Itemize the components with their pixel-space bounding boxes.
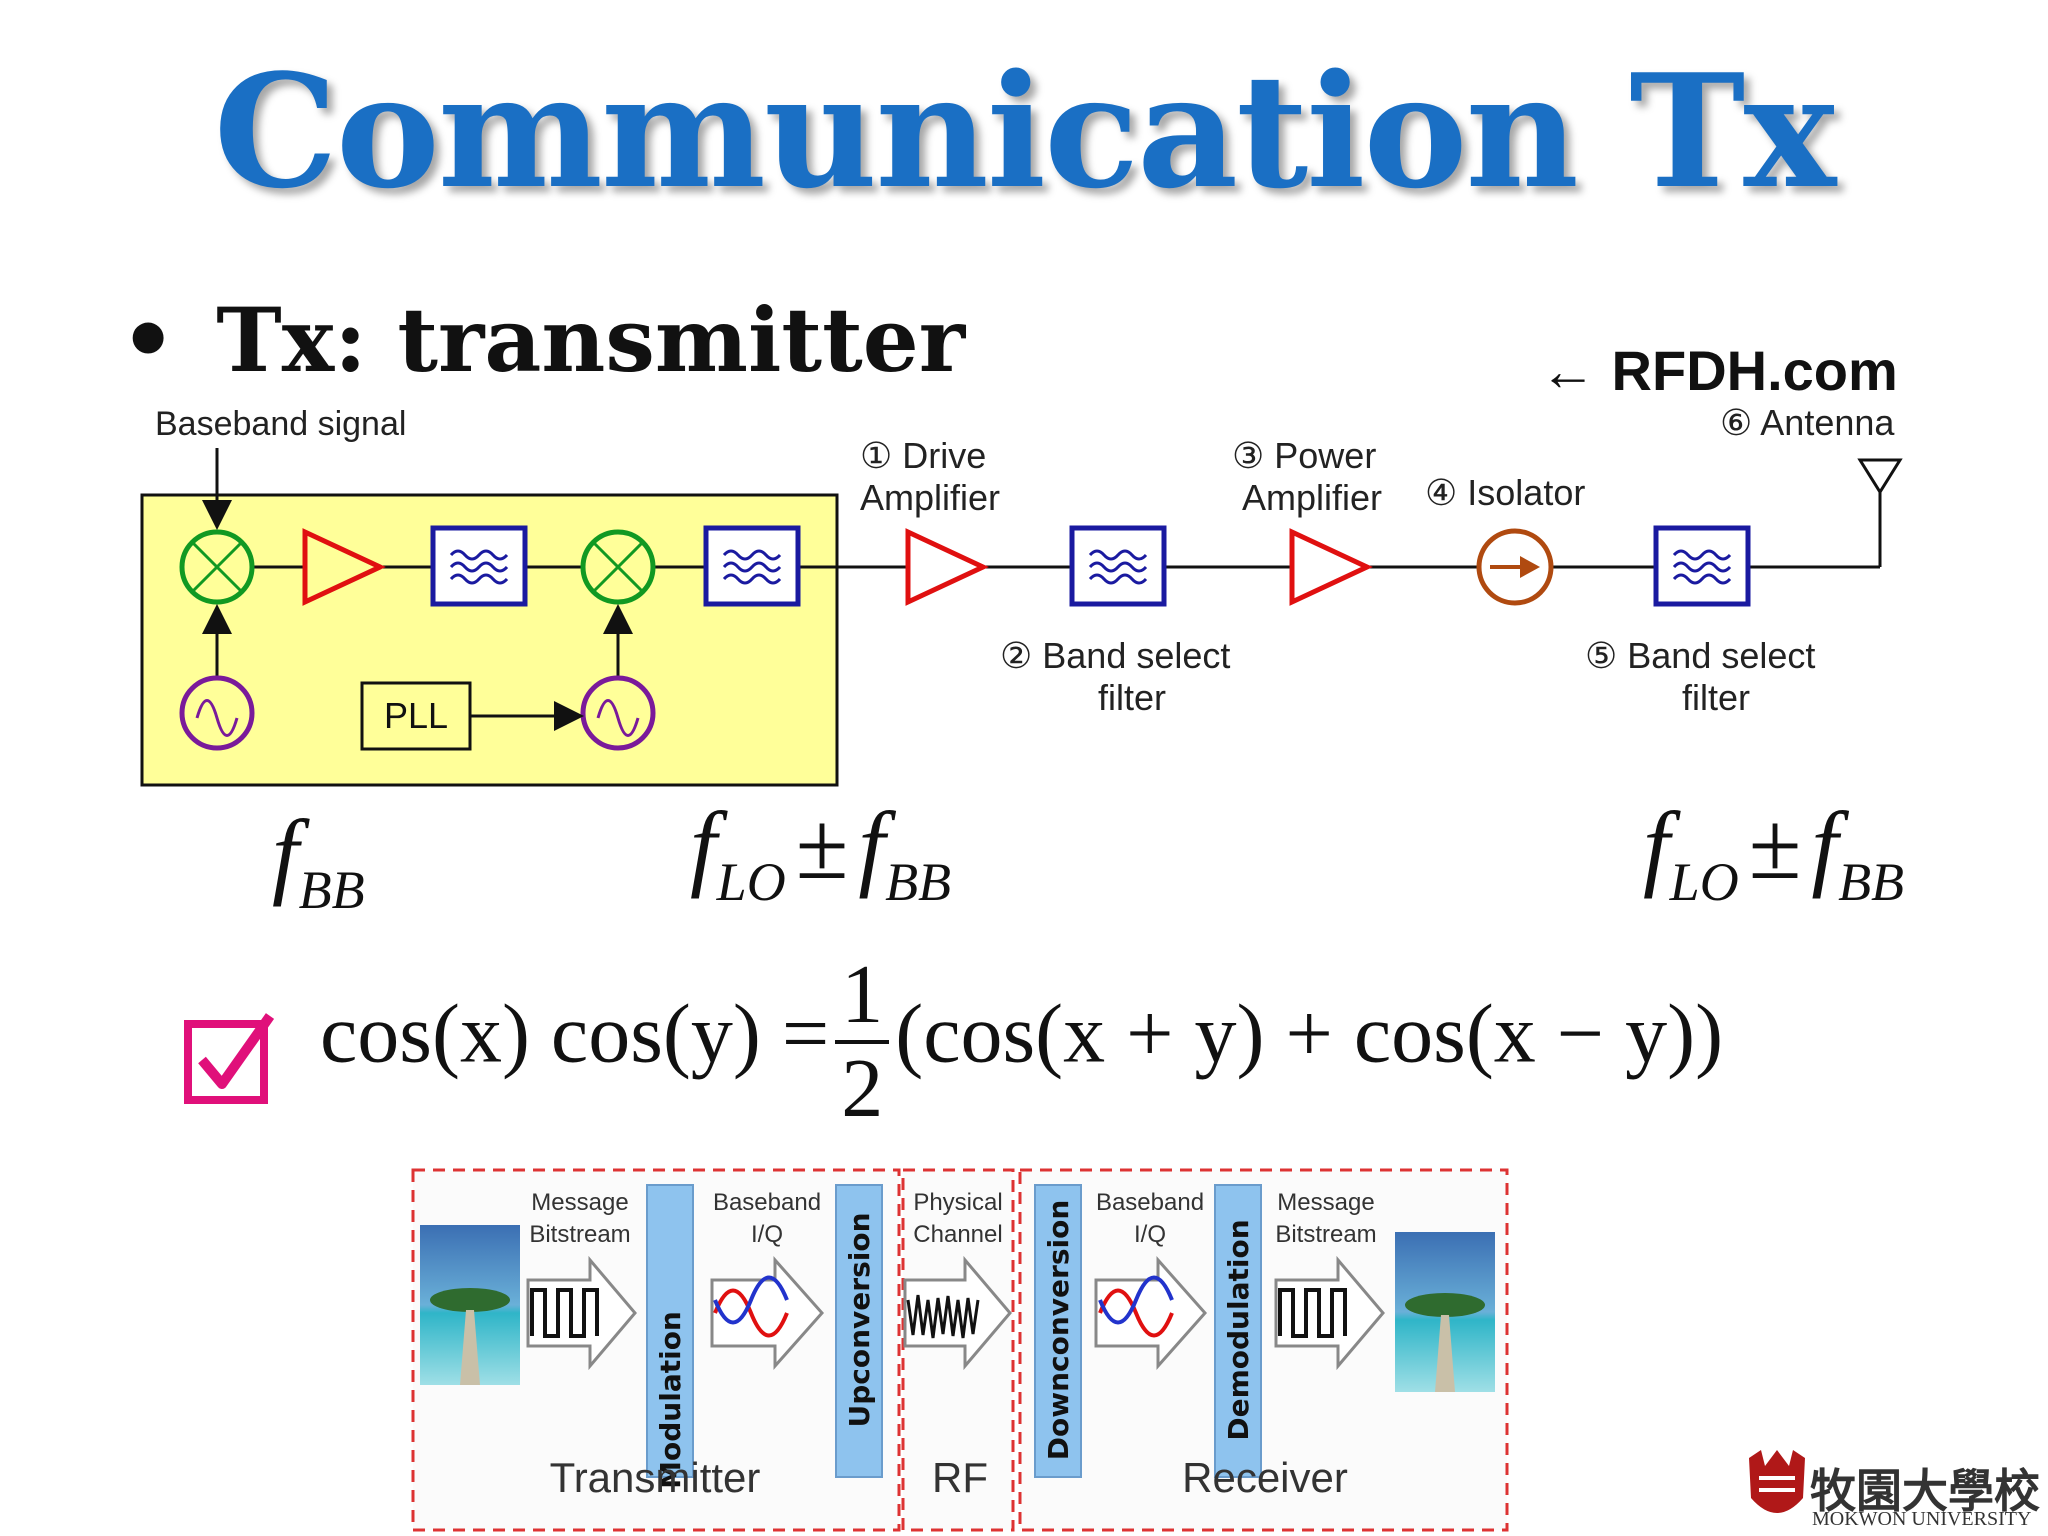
modulation-bar	[646, 1184, 694, 1478]
power-amplifier-label-1: ③ Power	[1232, 435, 1376, 476]
channel-label-2: Channel	[913, 1221, 1002, 1248]
drive-amplifier-icon	[905, 528, 989, 606]
band-filter-5-label-1: ⑤ Band select	[1585, 635, 1815, 676]
filter-icon	[703, 525, 801, 607]
freq-label-baseband: fBB	[272, 800, 365, 920]
downconversion-label: Downconversion	[1042, 1200, 1075, 1461]
rf-section	[901, 1168, 1015, 1532]
rf-label: RF	[932, 1454, 988, 1501]
band-select-filter-icon	[1653, 525, 1751, 607]
rx-message-label-1: Message	[1277, 1189, 1374, 1216]
source-label: ← RFDH.com	[1540, 339, 1898, 402]
bullet-text: Tx: transmitter	[216, 288, 966, 392]
mixer-icon	[580, 529, 656, 605]
tx-message-label-2: Bitstream	[529, 1221, 630, 1248]
block-arrows	[526, 1255, 1385, 1371]
antenna-icon	[1857, 458, 1903, 495]
island-image-rx	[1395, 1232, 1495, 1392]
antenna-label: ⑥ Antenna	[1720, 402, 1895, 443]
freq-label-lo-pm-bb-2: fLO±fBB	[1643, 792, 1905, 912]
communication-chain-diagram: Modulation Upconversion Downconversion D…	[411, 1168, 1509, 1532]
power-amplifier-icon	[1289, 528, 1373, 606]
drive-amplifier-label-1: ① Drive	[860, 435, 986, 476]
drive-amplifier-label-2: Amplifier	[860, 477, 1000, 518]
mixer-icon	[179, 529, 255, 605]
equation-rhs: (cos(x + y) + cos(x − y))	[895, 987, 1724, 1081]
university-logo-icon	[1749, 1450, 1805, 1513]
band-filter-2-label-2: filter	[1098, 677, 1166, 718]
band-filter-2-label-1: ② Band select	[1000, 635, 1230, 676]
band-select-filter-icon	[1069, 525, 1167, 607]
upconversion-bar	[835, 1184, 883, 1478]
tx-message-label-1: Message	[531, 1189, 628, 1216]
oscillator-icon	[179, 675, 255, 751]
equation-lhs: cos(x) cos(y) =	[320, 987, 830, 1081]
transmitter-label: Transmitter	[550, 1454, 761, 1501]
university-name: 牧園大學校	[1810, 1464, 2040, 1518]
rx-baseband-label-2: I/Q	[1134, 1221, 1166, 1248]
rx-baseband-label-1: Baseband	[1096, 1189, 1204, 1216]
band-filter-5-label-2: filter	[1682, 677, 1750, 718]
demodulation-bar	[1214, 1184, 1262, 1478]
pll-box	[360, 681, 472, 751]
downconversion-bar	[1034, 1184, 1082, 1478]
modulation-label: Modulation	[654, 1311, 687, 1489]
freq-label-lo-pm-bb-1: fLO±fBB	[690, 792, 952, 912]
tx-baseband-label-2: I/Q	[751, 1221, 783, 1248]
power-amplifier-label-2: Amplifier	[1242, 477, 1382, 518]
pll-label: PLL	[384, 695, 448, 736]
receiver-label: Receiver	[1182, 1454, 1348, 1501]
university-name-en: MOKWON UNIVERSITY	[1812, 1508, 2032, 1530]
rx-message-label-2: Bitstream	[1275, 1221, 1376, 1248]
tx-baseband-label-1: Baseband	[713, 1189, 821, 1216]
filter-icon	[430, 525, 528, 607]
bullet-item: • Tx: transmitter	[120, 288, 965, 392]
isolator-icon	[1476, 528, 1554, 606]
upconversion-label: Upconversion	[843, 1212, 876, 1427]
amplifier-icon	[302, 528, 386, 606]
baseband-signal-label: Baseband signal	[155, 405, 406, 443]
oscillator-icon	[580, 675, 656, 751]
demodulation-label: Demodulation	[1222, 1219, 1255, 1440]
slide-title: Communication Tx	[213, 40, 1837, 223]
island-image-tx	[420, 1225, 520, 1385]
isolator-label: ④ Isolator	[1425, 472, 1585, 513]
bullet-dot: •	[120, 288, 177, 392]
channel-label-1: Physical	[913, 1189, 1002, 1216]
checkbox-checked-icon	[184, 1013, 275, 1104]
transmitter-block-diagram: Baseband signal PLL ① Drive	[140, 402, 1903, 787]
